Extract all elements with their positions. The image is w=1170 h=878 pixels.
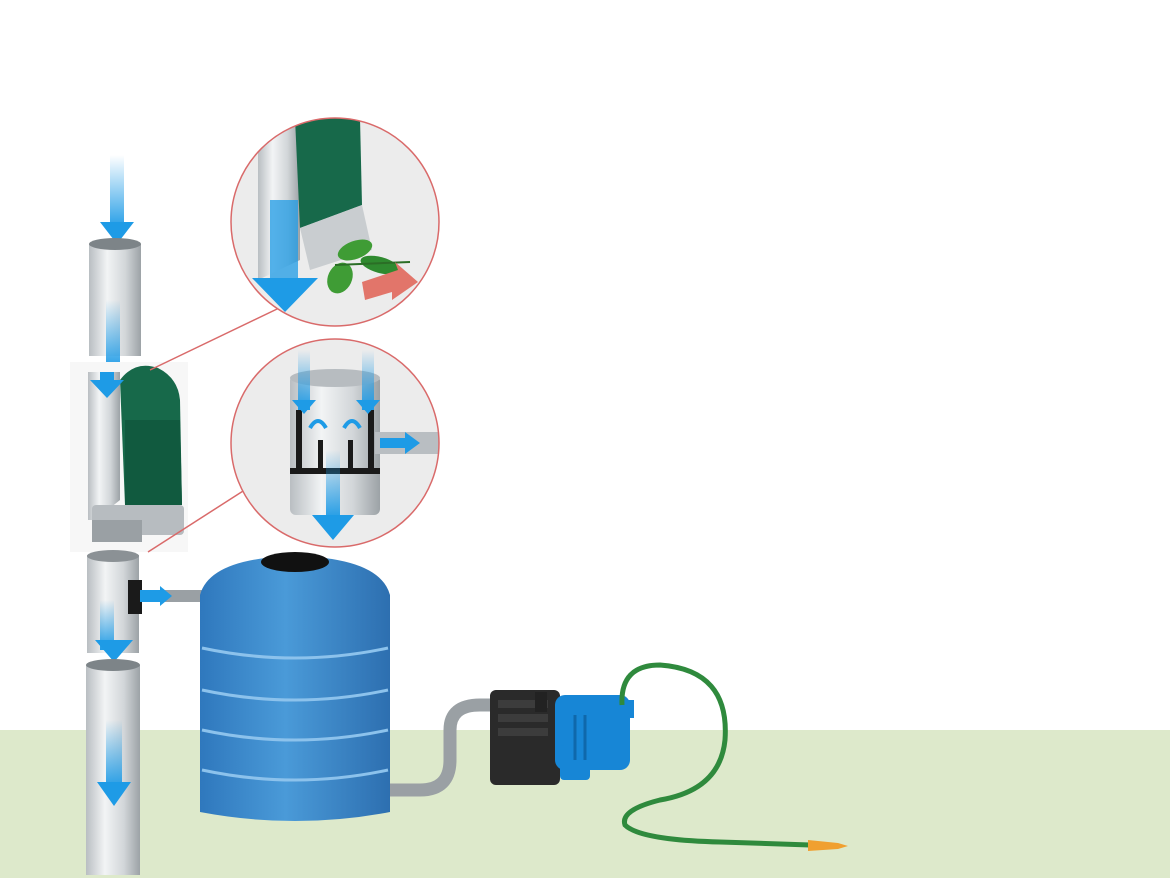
suction-pipe xyxy=(390,698,500,797)
inflow-arrow-top xyxy=(100,155,134,244)
pipe-segment-lower xyxy=(86,659,140,875)
debris-arrow xyxy=(362,262,418,300)
callout-filter xyxy=(230,338,440,548)
water-tank xyxy=(200,552,390,821)
leaves-icon xyxy=(327,239,411,294)
callout-leaf-separator xyxy=(230,117,440,327)
garden-pump xyxy=(490,690,634,785)
garden-hose xyxy=(619,662,811,848)
pipe-segment-upper xyxy=(89,238,141,370)
callout-line-top xyxy=(149,297,301,371)
tank-lid xyxy=(261,552,329,572)
pipe-filter-section xyxy=(87,550,204,662)
rain-collector xyxy=(70,362,188,552)
hose-nozzle xyxy=(808,840,848,851)
downpipe xyxy=(70,155,204,875)
